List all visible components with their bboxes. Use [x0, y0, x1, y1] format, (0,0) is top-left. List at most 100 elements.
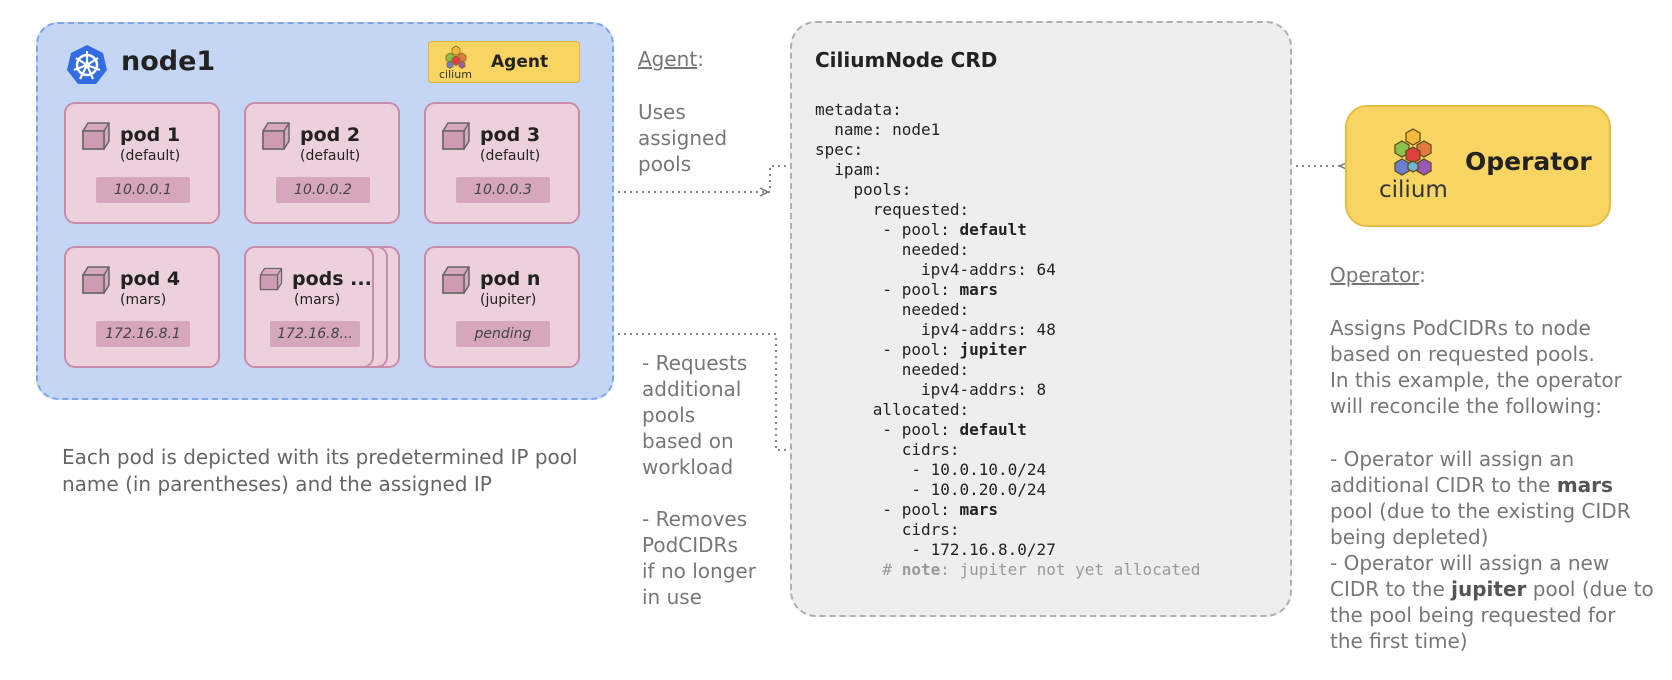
crd-code-line: metadata:	[815, 100, 902, 119]
crd-code-line: requested:	[815, 200, 969, 219]
list-line: - Operator will assign a new	[1330, 551, 1610, 575]
code-text: - pool:	[815, 340, 960, 359]
crd-code-line: - pool: default	[815, 420, 1027, 439]
pod-card: pod 4 (mars) 172.16.8.1	[64, 246, 220, 368]
operator-label: Operator	[1465, 147, 1592, 176]
agent-label: Agent	[491, 52, 549, 72]
crd-code-line: - 10.0.10.0/24	[815, 460, 1046, 479]
code-text: ipv4-addrs: 48	[815, 320, 1056, 339]
pod-cube-icon	[442, 122, 470, 150]
crd-panel	[790, 21, 1292, 617]
code-text: - pool:	[815, 220, 960, 239]
code-text: - pool:	[815, 420, 960, 439]
pod-cube-icon	[82, 266, 110, 294]
code-text: ipv4-addrs: 8	[815, 380, 1047, 399]
crd-code-line: allocated:	[815, 400, 969, 419]
pod-card: pod 2 (default) 10.0.0.2	[244, 102, 400, 224]
crd-code-line: needed:	[815, 300, 969, 319]
pod-card: pod n (jupiter) pending	[424, 246, 580, 368]
list-line: additional CIDR to the mars	[1330, 472, 1670, 498]
pod-cube-icon	[442, 266, 470, 294]
note-line: assigned	[638, 126, 728, 150]
list-line: - Operator will assign an	[1330, 447, 1575, 471]
agent-requests-note: - Requests additional pools based on wor…	[642, 350, 747, 480]
crd-title: CiliumNode CRD	[815, 48, 998, 72]
desc-line: based on requested pools.	[1330, 342, 1595, 366]
code-text: spec:	[815, 140, 864, 159]
pod-card: pod 1 (default) 10.0.0.1	[64, 102, 220, 224]
pod-ip: 172.16.8.1	[96, 321, 190, 347]
cilium-logo-icon	[445, 45, 467, 69]
pod-pool: (jupiter)	[480, 292, 537, 308]
list-line: the pool being requested for	[1330, 603, 1616, 627]
pod-ip: 10.0.0.1	[96, 177, 190, 203]
operator-box: cilium Operator	[1345, 105, 1611, 227]
list-text: CIDR to the	[1330, 577, 1452, 601]
pod-pool: (default)	[120, 148, 181, 164]
list-line: being depleted)	[1330, 525, 1489, 549]
code-text: cidrs:	[815, 440, 960, 459]
crd-code-line: cidrs:	[815, 520, 960, 539]
list-text: pool (due to	[1526, 577, 1654, 601]
crd-code-line: spec:	[815, 140, 863, 159]
code-text: - pool:	[815, 500, 960, 519]
code-pool-name: mars	[959, 500, 999, 519]
crd-code-line: - 10.0.20.0/24	[815, 480, 1046, 499]
pod-name: pod 1	[120, 124, 181, 146]
note-line: based on	[642, 429, 734, 453]
pod-ip: 172.16.8...	[270, 321, 360, 347]
agent-badge: cilium Agent	[428, 41, 580, 83]
crd-code-line: ipv4-addrs: 8	[815, 380, 1046, 399]
list-line: the first time)	[1330, 629, 1468, 653]
crd-code-line: name: node1	[815, 120, 940, 139]
note-line: pools	[638, 152, 692, 176]
crd-comment-line: # note: jupiter not yet allocated	[815, 560, 1200, 579]
desc-line: In this example, the operator	[1330, 368, 1622, 392]
comment-text: : jupiter not yet allocated	[940, 560, 1201, 579]
code-text: ipam:	[815, 160, 883, 179]
pod-name: pod 4	[120, 268, 181, 290]
code-text: needed:	[815, 360, 970, 379]
crd-code-line: - pool: default	[815, 220, 1027, 239]
caption-line: Each pod is depicted with its predetermi…	[62, 445, 578, 469]
note-line: PodCIDRs	[642, 533, 738, 557]
crd-code-line: - pool: mars	[815, 280, 998, 299]
operator-reconcile-list: - Operator will assign an additional CID…	[1330, 446, 1670, 654]
code-text: pools:	[815, 180, 912, 199]
pod-pool: (default)	[480, 148, 541, 164]
code-text: - 10.0.20.0/24	[815, 480, 1047, 499]
agent-heading-colon: :	[697, 47, 704, 71]
pod-card: pods ... (mars) 172.16.8...	[244, 246, 374, 368]
pod-card: pod 3 (default) 10.0.0.3	[424, 102, 580, 224]
pod-name: pod 2	[300, 124, 361, 146]
code-text: name: node1	[815, 120, 941, 139]
list-text: additional CIDR to the	[1330, 473, 1557, 497]
code-pool-name: jupiter	[959, 340, 1027, 359]
crd-code-line: ipv4-addrs: 48	[815, 320, 1056, 339]
pod-ip: 10.0.0.2	[276, 177, 370, 203]
pod-cube-icon	[259, 267, 283, 291]
pod-pool: (default)	[300, 148, 361, 164]
code-pool-name: mars	[959, 280, 999, 299]
cilium-logo-icon	[1394, 128, 1432, 176]
code-text: requested:	[815, 200, 970, 219]
operator-description: Assigns PodCIDRs to node based on reques…	[1330, 315, 1670, 419]
list-line: pool (due to the existing CIDR	[1330, 499, 1631, 523]
note-line: additional	[642, 377, 742, 401]
pod-name: pod n	[480, 268, 541, 290]
crd-code-line: ipam:	[815, 160, 882, 179]
desc-line: Assigns PodCIDRs to node	[1330, 316, 1591, 340]
code-text: metadata:	[815, 100, 902, 119]
note-line: Uses	[638, 100, 686, 124]
code-text: ipv4-addrs: 64	[815, 260, 1056, 279]
crd-code-line: - pool: mars	[815, 500, 998, 519]
note-line: in use	[642, 585, 702, 609]
note-line: workload	[642, 455, 734, 479]
operator-logo-text: cilium	[1379, 177, 1448, 203]
note-line: - Removes	[642, 507, 748, 531]
code-pool-name: default	[959, 420, 1027, 439]
crd-code-line: pools:	[815, 180, 912, 199]
code-text: cidrs:	[815, 520, 960, 539]
comment-bold: note	[901, 560, 941, 579]
agent-heading-text: Agent	[638, 47, 698, 71]
